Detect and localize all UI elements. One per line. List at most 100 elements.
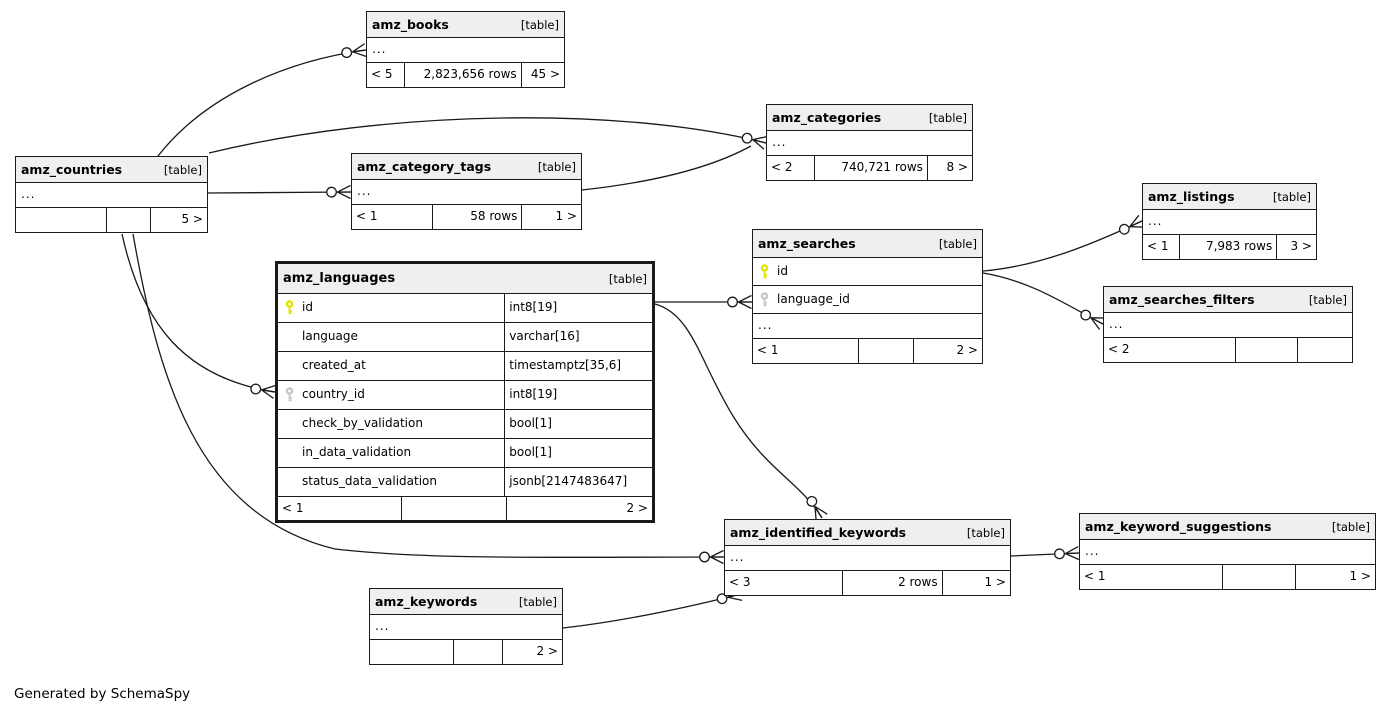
column-row-country-id[interactable]: country_id int8[19] [278,381,652,410]
columns-ellipsis: ... [352,180,581,205]
footer-child-count: 2 > [506,497,652,520]
columns-ellipsis: ... [725,546,1010,571]
table-node-amz-countries[interactable]: amz_countries [table] ... 5 > [15,156,208,233]
table-header[interactable]: amz_category_tags [table] [352,154,581,180]
foreign-key-icon [760,292,769,307]
footer-parent-count: < 1 [1147,239,1169,253]
table-header[interactable]: amz_categories [table] [767,105,972,131]
footer-child-count: 2 > [913,339,982,363]
columns-ellipsis: ... [753,314,982,339]
table-type-label: [table] [520,17,559,32]
table-name: amz_identified_keywords [730,525,907,540]
table-header[interactable]: amz_countries [table] [16,157,207,183]
table-name: amz_languages [283,271,396,286]
column-row-language[interactable]: language varchar[16] [278,323,652,352]
footer-parent-count: < 1 [282,501,304,515]
column-type: int8[19] [504,294,652,322]
table-node-amz-books[interactable]: amz_books [table] ... < 5 2,823,656 rows… [366,11,565,88]
columns-ellipsis: ... [367,38,564,63]
footer-parent-count [370,640,453,664]
column-name: created_at [302,358,366,372]
column-name: language [302,329,358,343]
table-header[interactable]: amz_keywords [table] [370,589,562,615]
primary-key-icon [285,300,294,315]
edge-countries-category-tags [207,184,352,200]
table-name: amz_searches_filters [1109,292,1255,307]
columns-ellipsis: ... [1080,540,1375,565]
footer-row-count [105,208,150,232]
footer-child-count [1297,338,1352,362]
footer-row-count: 2 rows [841,571,942,595]
table-name: amz_keyword_suggestions [1085,519,1272,534]
column-name: id [777,264,788,278]
footer-row-count [401,497,506,520]
foreign-key-icon [285,387,294,402]
column-row-language-id[interactable]: language_id [753,286,982,314]
table-header[interactable]: amz_searches [table] [753,230,982,258]
footer-child-count: 1 > [1295,565,1375,589]
table-footer: < 1 1 > [1080,565,1375,589]
footer-parent-count: < 5 [371,67,393,81]
column-row-created-at[interactable]: created_at timestamptz[35,6] [278,352,652,381]
table-type-label: [table] [1331,519,1370,534]
table-header[interactable]: amz_identified_keywords [table] [725,520,1010,546]
table-node-amz-languages[interactable]: amz_languages [table] id int8[19] langua… [275,261,655,523]
table-node-amz-listings[interactable]: amz_listings [table] ... < 1 7,983 rows … [1142,183,1317,260]
column-name: in_data_validation [302,445,412,459]
column-row-id[interactable]: id [753,258,982,286]
edge-keywords-identified-keywords [562,587,743,629]
footer-row-count [858,339,913,363]
table-node-amz-category-tags[interactable]: amz_category_tags [table] ... < 1 58 row… [351,153,582,230]
footer-row-count: 7,983 rows [1179,235,1276,259]
table-type-label: [table] [928,110,967,125]
footer-row-count [1235,338,1297,362]
table-node-amz-searches[interactable]: amz_searches [table] id language_id ... … [752,229,983,364]
footer-child-count: 1 > [941,571,1010,595]
table-node-amz-keyword-suggestions[interactable]: amz_keyword_suggestions [table] ... < 1 … [1079,513,1376,590]
footer-child-count: 5 > [149,208,207,232]
column-name: country_id [302,387,365,401]
edge-category-tags-categories [581,145,752,191]
column-type: jsonb[2147483647] [504,468,652,496]
table-node-amz-keywords[interactable]: amz_keywords [table] ... 2 > [369,588,563,665]
edge-identified-keywords-keyword-suggestions [1010,545,1080,561]
primary-key-icon [760,264,769,279]
table-header[interactable]: amz_keyword_suggestions [table] [1080,514,1375,540]
footer-parent-count: < 1 [757,343,779,357]
table-type-label: [table] [537,159,576,174]
footer-parent-count: < 3 [729,575,751,589]
footer-child-count: 2 > [502,640,562,664]
table-header[interactable]: amz_languages [table] [278,264,652,294]
column-row-id[interactable]: id int8[19] [278,294,652,323]
table-header[interactable]: amz_listings [table] [1143,184,1316,210]
table-header[interactable]: amz_books [table] [367,12,564,38]
edge-countries-identified-keywords [132,233,725,565]
table-type-label: [table] [608,271,647,286]
column-type: timestamptz[35,6] [504,352,652,380]
footer-row-count [1221,565,1296,589]
table-name: amz_category_tags [357,159,492,174]
table-footer: 2 > [370,640,562,664]
table-type-label: [table] [163,162,202,177]
column-name: status_data_validation [302,474,437,488]
footer-child-count: 1 > [521,205,581,229]
table-node-amz-categories[interactable]: amz_categories [table] ... < 2 740,721 r… [766,104,973,181]
footer-child-count: 3 > [1276,235,1316,259]
table-name: amz_countries [21,162,123,177]
column-row-check-by-validation[interactable]: check_by_validation bool[1] [278,410,652,439]
footer-row-count: 740,721 rows [814,156,927,180]
edge-countries-books [157,43,367,157]
edge-countries-categories [208,117,768,154]
footer-parent-count: < 1 [356,209,378,223]
footer-parent-count: < 1 [1084,569,1106,583]
table-footer: < 5 2,823,656 rows 45 > [367,63,564,87]
table-footer: < 1 7,983 rows 3 > [1143,235,1316,259]
column-type: bool[1] [504,410,652,438]
columns-ellipsis: ... [16,183,207,208]
column-row-in-data-validation[interactable]: in_data_validation bool[1] [278,439,652,468]
table-header[interactable]: amz_searches_filters [table] [1104,287,1352,313]
table-node-amz-identified-keywords[interactable]: amz_identified_keywords [table] ... < 3 … [724,519,1011,596]
table-node-amz-searches-filters[interactable]: amz_searches_filters [table] ... < 2 [1103,286,1353,363]
columns-ellipsis: ... [1104,313,1352,338]
column-row-status-data-validation[interactable]: status_data_validation jsonb[2147483647] [278,468,652,497]
